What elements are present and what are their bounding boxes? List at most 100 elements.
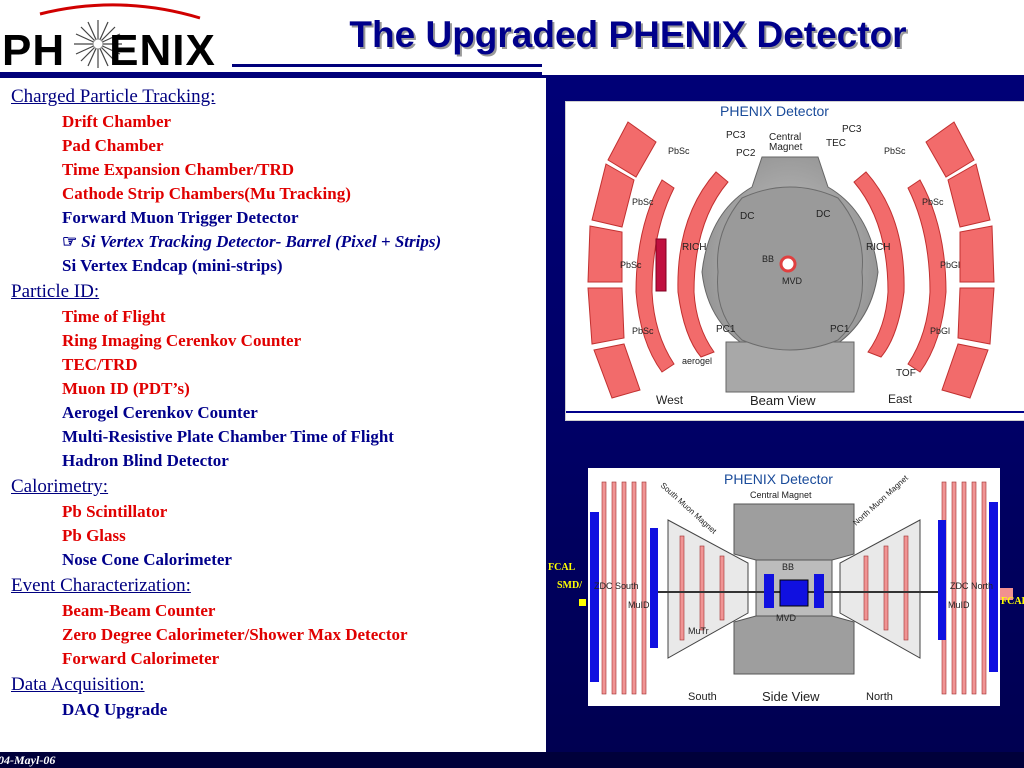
label-pc3: PC3 xyxy=(726,130,746,141)
bb-counter xyxy=(814,574,824,608)
south-blue-bar xyxy=(650,528,658,648)
title-rule xyxy=(232,64,542,67)
west-arm xyxy=(587,121,729,399)
title-band xyxy=(232,0,1024,70)
logo-text-right: ENIX xyxy=(109,26,216,75)
phenix-logo: PH ENIX xyxy=(0,0,230,75)
mutr-planes xyxy=(679,535,909,641)
label-zdc-south: ZDC South xyxy=(594,581,639,591)
label-bb: BB xyxy=(762,254,774,264)
label-north: North xyxy=(866,691,893,703)
label-pc1: PC1 xyxy=(716,324,736,335)
label-west: West xyxy=(656,393,684,407)
category-title: Particle ID: xyxy=(11,281,100,302)
label-east: East xyxy=(888,392,913,406)
header-divider xyxy=(0,72,542,76)
label-north-muon-magnet: North Muon Magnet xyxy=(851,473,910,528)
label-pc2: PC2 xyxy=(736,148,756,159)
east-arm xyxy=(853,121,995,399)
list-item: Multi-Resistive Plate Chamber Time of Fl… xyxy=(62,427,394,446)
label-rich: RICH xyxy=(682,242,706,253)
list-item: Ring Imaging Cerenkov Counter xyxy=(62,331,302,350)
label-bb: BB xyxy=(782,562,794,572)
list-item: Beam-Beam Counter xyxy=(62,601,216,620)
label-pbgl: PbGl xyxy=(930,326,950,336)
fcal-marker xyxy=(579,599,586,606)
label-smd: SMD/ xyxy=(557,580,582,591)
side-view-figure: PHENIX Detector Central Magnet South Muo… xyxy=(588,468,1000,706)
label-side-view: Side View xyxy=(762,689,820,704)
north-blue-bar xyxy=(938,520,946,640)
label-dc: DC xyxy=(740,211,754,222)
list-item: Nose Cone Calorimeter xyxy=(62,550,232,569)
label-pc1: PC1 xyxy=(830,324,850,335)
slide-title: The Upgraded PHENIX Detector xyxy=(349,14,907,55)
list-item: Pad Chamber xyxy=(62,136,164,155)
label-beam-view: Beam View xyxy=(750,393,816,408)
north-muon-magnet xyxy=(839,519,921,659)
label-fcal-north: FCAL xyxy=(1001,596,1024,607)
list-item: Pb Glass xyxy=(62,526,126,545)
logo-star-icon xyxy=(74,20,122,68)
list-item-label: Si Vertex Tracking Detector- Barrel (Pix… xyxy=(81,232,442,251)
label-pc3: PC3 xyxy=(842,124,862,135)
label-zdc-north: ZDC North xyxy=(950,581,993,591)
label-central-magnet: Central Magnet xyxy=(750,490,812,500)
label-mvd: MVD xyxy=(782,276,803,286)
figure-title: PHENIX Detector xyxy=(720,103,829,119)
label-south: South xyxy=(688,691,717,703)
label-pbsc: PbSc xyxy=(884,146,906,156)
label-central: Central xyxy=(769,132,801,143)
detector-list-panel xyxy=(0,78,546,752)
bb-counter xyxy=(764,574,774,608)
label-dc: DC xyxy=(816,209,830,220)
south-blue-bar xyxy=(590,512,599,682)
side-view-diagram: PHENIX Detector Central Magnet South Muo… xyxy=(590,471,998,704)
list-item: Drift Chamber xyxy=(62,112,172,131)
label-pbsc: PbSc xyxy=(922,197,944,207)
fcal-north-marker xyxy=(1000,588,1013,600)
list-item: Zero Degree Calorimeter/Shower Max Detec… xyxy=(62,625,408,644)
label-tec: TEC xyxy=(826,138,846,149)
beam-view-figure: PHENIX Detector PC3 PC2 Central Magnet P… xyxy=(565,101,1024,421)
beam-view-diagram: PHENIX Detector PC3 PC2 Central Magnet P… xyxy=(566,103,1024,413)
list-item: DAQ Upgrade xyxy=(62,700,168,719)
category-title: Event Characterization: xyxy=(11,575,191,596)
label-pbgl: PbGl xyxy=(940,260,960,270)
list-item: Muon ID (PDT’s) xyxy=(62,379,190,398)
label-magnet: Magnet xyxy=(769,142,803,153)
list-item: Forward Muon Trigger Detector xyxy=(62,208,299,227)
label-pbsc: PbSc xyxy=(620,260,642,270)
label-mutr: MuTr xyxy=(688,626,709,636)
mvd-detector xyxy=(779,579,809,607)
footer-bar xyxy=(0,752,1024,768)
list-item: Time of Flight xyxy=(62,307,166,326)
category-title: Charged Particle Tracking: xyxy=(11,86,216,107)
south-muid-stack xyxy=(601,481,647,695)
list-item: Forward Calorimeter xyxy=(62,649,220,668)
list-item: Aerogel Cerenkov Counter xyxy=(62,403,258,422)
category-title: Data Acquisition: xyxy=(11,674,145,695)
label-pbsc: PbSc xyxy=(668,146,690,156)
list-item-highlighted: ☞Si Vertex Tracking Detector- Barrel (Pi… xyxy=(62,232,441,252)
figure-title: PHENIX Detector xyxy=(724,471,833,487)
list-item: Pb Scintillator xyxy=(62,502,168,521)
label-muid: MuID xyxy=(628,600,650,610)
category-title: Calorimetry: xyxy=(11,476,109,497)
label-rich: RICH xyxy=(866,242,890,253)
logo-swoosh-icon xyxy=(39,3,201,20)
north-blue-bar xyxy=(989,502,998,672)
pointing-hand-icon: ☞ xyxy=(62,232,78,251)
label-aerogel: aerogel xyxy=(682,356,712,366)
footer-date: 04-Mayl-06 xyxy=(0,753,56,767)
logo-text-left: PH xyxy=(2,26,66,75)
list-item: Time Expansion Chamber/TRD xyxy=(62,160,295,179)
list-item: Si Vertex Endcap (mini-strips) xyxy=(62,256,283,275)
label-pbsc: PbSc xyxy=(632,197,654,207)
label-pbsc: PbSc xyxy=(632,326,654,336)
beam-pipe xyxy=(779,255,797,273)
label-tof: TOF xyxy=(896,368,916,379)
list-item: TEC/TRD xyxy=(62,355,138,374)
list-item: Hadron Blind Detector xyxy=(62,451,229,470)
south-muon-magnet xyxy=(667,519,749,659)
